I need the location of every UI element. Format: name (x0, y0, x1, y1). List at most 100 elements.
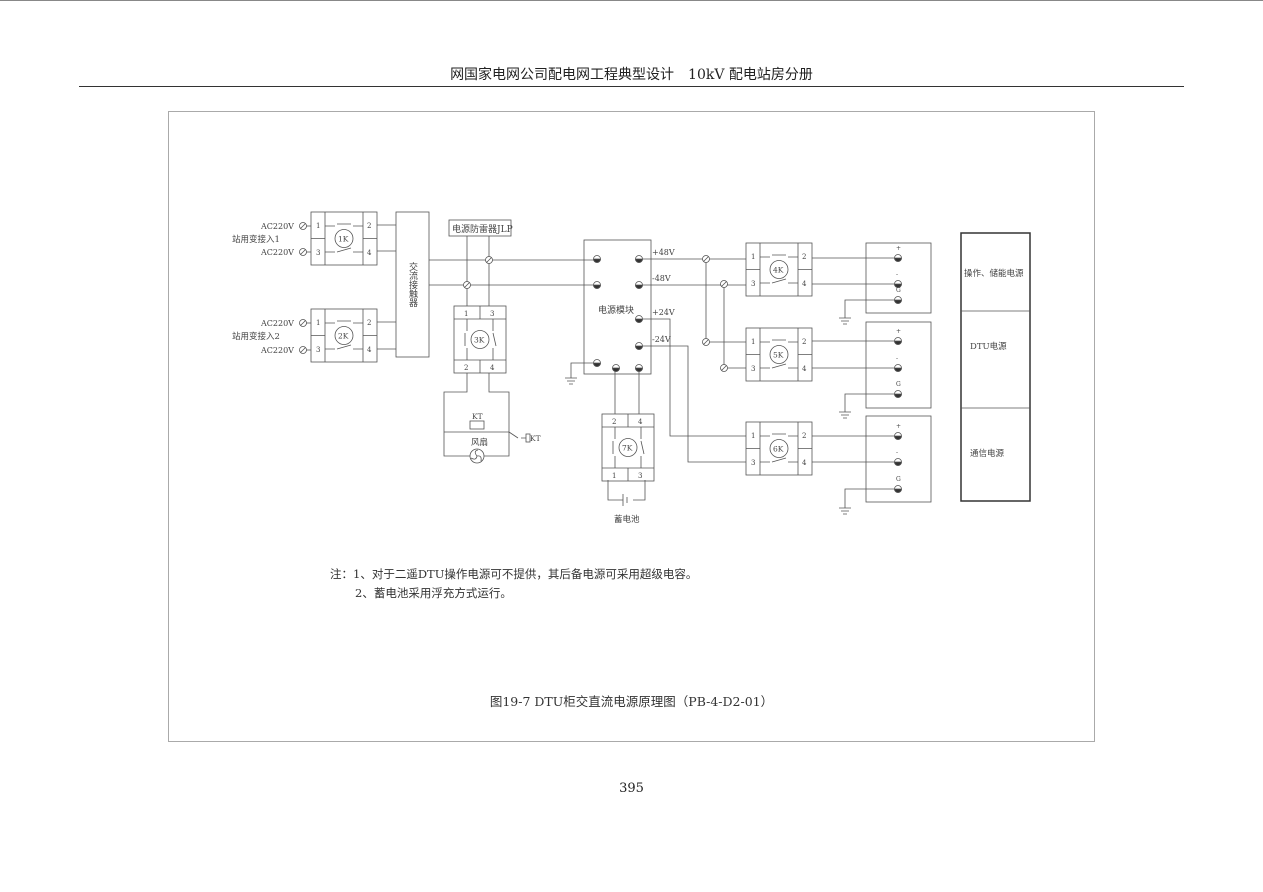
load-box-3 (865, 415, 932, 503)
terminal-number: 4 (802, 280, 807, 288)
ac-contactor-label: 交流接触器 (407, 261, 418, 307)
switch-label: 1K (338, 235, 349, 244)
kt-contact-label: KT (530, 434, 541, 443)
load-box-1 (865, 242, 932, 314)
ac220v-label: AC220V (260, 222, 294, 231)
load-sign: G (896, 476, 901, 483)
terminal-number: 1 (316, 319, 320, 327)
terminal-fill (894, 367, 902, 372)
ac220v-label: AC220V (260, 248, 294, 257)
note-2: 2、蓄电池采用浮充方式运行。 (355, 586, 512, 600)
terminal-number: 3 (316, 249, 320, 257)
kt-contact-icon (525, 433, 531, 443)
terminal-number: 4 (490, 364, 495, 372)
terminal-number: 3 (638, 472, 642, 480)
voltage-label: -24V (652, 335, 671, 344)
voltage-label: -48V (652, 274, 671, 283)
terminal-number: 3 (751, 459, 755, 467)
terminal-number: 2 (464, 364, 468, 372)
notes: 注：1、对于二遥DTU操作电源可不提供，其后备电源可采用超级电容。 2、蓄电池采… (330, 565, 697, 603)
kt-relay-coil (469, 420, 485, 430)
terminal-number: 2 (802, 432, 806, 440)
terminal-number: 4 (638, 418, 643, 426)
battery-label: 蓄电池 (614, 514, 640, 525)
terminal-number: 4 (367, 249, 372, 257)
terminal-number: 3 (490, 310, 494, 318)
switch-label: 2K (338, 332, 349, 341)
terminal-number: 1 (751, 338, 755, 346)
surge-protector-label: 电源防雷器JLP (452, 223, 513, 235)
figure-frame (168, 111, 1095, 742)
terminal-number: 3 (316, 346, 320, 354)
terminal-fill (635, 284, 643, 289)
terminal-number: 2 (612, 418, 616, 426)
input-1-label: 站用变接入1 (232, 234, 280, 245)
note-1: 注：1、对于二遥DTU操作电源可不提供，其后备电源可采用超级电容。 (330, 567, 698, 581)
power-module-label: 电源模块 (598, 304, 634, 316)
fan-label: 风扇 (471, 437, 488, 448)
switch-label: 6K (773, 445, 784, 454)
load-label-operation: 操作、储能电源 (964, 268, 1024, 279)
ac220v-label: AC220V (260, 319, 294, 328)
terminal-fill (894, 340, 902, 345)
terminal-number: 2 (802, 338, 806, 346)
load-sign: - (896, 271, 898, 278)
terminal-number: 1 (612, 472, 616, 480)
top-border (0, 0, 1263, 1)
terminal-fill (635, 367, 643, 372)
load-panel (960, 232, 1031, 502)
terminal-number: 1 (316, 222, 320, 230)
page-number: 395 (619, 781, 644, 796)
terminal-fill (894, 435, 902, 440)
header-divider (79, 86, 1184, 87)
switch-label: 4K (773, 266, 784, 275)
switch-label: 3K (474, 336, 485, 345)
switch-label: 5K (773, 351, 784, 360)
terminal-fill (894, 283, 902, 288)
load-sign: G (896, 287, 901, 294)
terminal-number: 2 (802, 253, 806, 261)
terminal-number: 4 (802, 365, 807, 373)
figure-caption: 图19-7 DTU柜交直流电源原理图（PB-4-D2-01） (489, 694, 774, 709)
load-sign: - (896, 355, 898, 362)
surge-protector (448, 219, 512, 237)
terminal-fill (894, 393, 902, 398)
input-2-label: 站用变接入2 (232, 331, 280, 342)
terminal-number: 4 (367, 346, 372, 354)
terminal-fill (612, 367, 620, 372)
voltage-label: +48V (652, 248, 675, 257)
terminal-number: 4 (802, 459, 807, 467)
load-sign: G (896, 381, 901, 388)
terminal-number: 2 (367, 319, 371, 327)
terminal-fill (894, 488, 902, 493)
load-box-2 (865, 321, 932, 409)
load-sign: - (896, 449, 898, 456)
power-module (583, 239, 652, 375)
ac-contactor (395, 211, 430, 358)
load-sign: + (896, 245, 901, 252)
load-sign: + (896, 328, 901, 335)
terminal-fill (593, 258, 601, 263)
terminal-fill (894, 461, 902, 466)
terminal-fill (635, 318, 643, 323)
terminal-number: 1 (751, 432, 755, 440)
ac220v-label: AC220V (260, 346, 294, 355)
terminal-fill (593, 284, 601, 289)
page-header: 网国家电网公司配电网工程典型设计 10kV 配电站房分册 (450, 67, 813, 83)
terminal-number: 1 (464, 310, 468, 318)
load-sign: + (896, 423, 901, 430)
load-label-comm: 通信电源 (970, 448, 1005, 459)
terminal-number: 2 (367, 222, 371, 230)
terminal-number: 3 (751, 280, 755, 288)
terminal-fill (894, 257, 902, 262)
terminal-fill (894, 299, 902, 304)
terminal-number: 3 (751, 365, 755, 373)
terminal-number: 1 (751, 253, 755, 261)
terminal-fill (593, 362, 601, 367)
voltage-label: +24V (652, 308, 675, 317)
load-label-dtu: DTU电源 (970, 341, 1007, 352)
switch-label: 7K (622, 444, 633, 453)
terminal-fill (635, 258, 643, 263)
terminal-fill (635, 345, 643, 350)
